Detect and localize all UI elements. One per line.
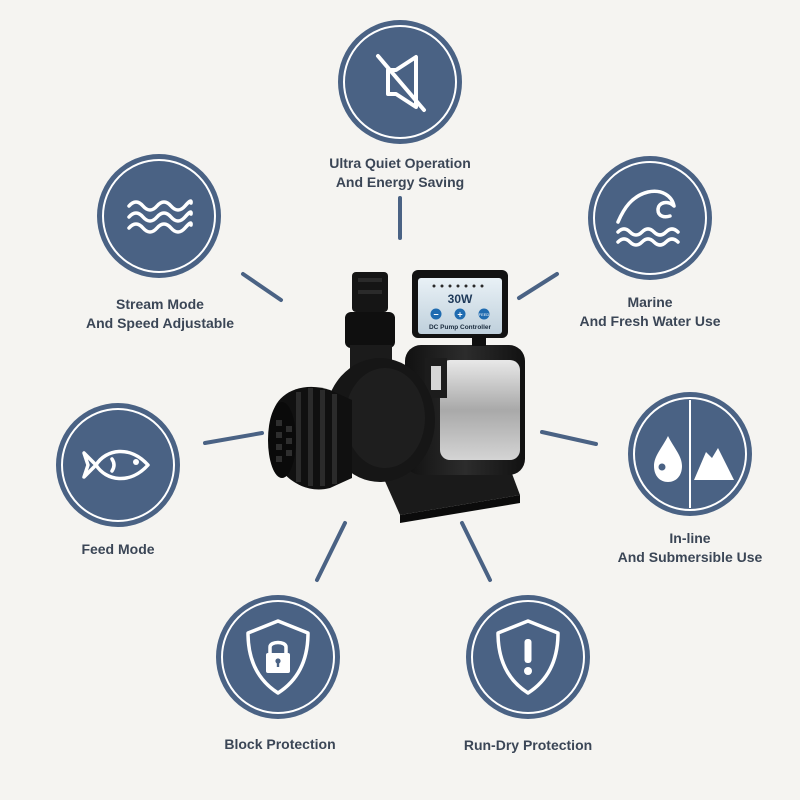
svg-text:FEED: FEED <box>479 312 490 317</box>
inline-feature-label: In-line And Submersible Use <box>617 530 763 565</box>
svg-text:+: + <box>457 310 462 320</box>
inline-feature-badge <box>628 392 752 516</box>
svg-text:−: − <box>433 310 438 320</box>
connector-inline <box>540 430 598 446</box>
stream-feature-badge <box>97 154 221 278</box>
block-feature-label: Block Protection <box>224 736 336 752</box>
connector-feed <box>203 431 264 445</box>
connector-marine <box>517 272 559 300</box>
muted-speaker-icon <box>376 54 426 112</box>
connector-rundry <box>460 521 492 582</box>
block-feature-badge <box>216 595 340 719</box>
pump-motor <box>405 345 525 475</box>
feed-feature-label: Feed Mode <box>81 541 155 557</box>
fish-icon <box>82 449 150 481</box>
ocean-wave-icon <box>616 189 680 247</box>
pump-intake-strainer <box>268 386 352 490</box>
marine-feature-label: Marine And Fresh Water Use <box>579 294 721 329</box>
shield-lock-icon <box>246 619 310 695</box>
waves-icon <box>127 199 193 234</box>
marine-feature-badge <box>588 156 712 280</box>
shield-exclamation-icon <box>496 619 560 695</box>
connector-stream <box>241 272 283 302</box>
connector-block <box>315 521 347 582</box>
water-drop-mountain-icon <box>654 400 734 508</box>
controller-minus-button <box>430 308 442 320</box>
quiet-feature-badge <box>338 20 462 144</box>
controller-name-text: DC Pump Controller <box>429 324 492 331</box>
controller-feed-button <box>478 308 490 320</box>
feed-feature-badge <box>56 403 180 527</box>
pump-housing <box>325 358 435 482</box>
rundry-feature-label: Run-Dry Protection <box>463 737 593 753</box>
controller-plus-button <box>454 308 466 320</box>
stream-feature-label: Stream Mode And Speed Adjustable <box>85 296 235 331</box>
quiet-feature-label: Ultra Quiet Operation And Energy Saving <box>329 155 471 190</box>
rundry-feature-badge <box>466 595 590 719</box>
controller-power-text: 30W <box>448 292 473 306</box>
pump-controller: 30W − + FEED DC Pump Controller <box>412 270 508 346</box>
